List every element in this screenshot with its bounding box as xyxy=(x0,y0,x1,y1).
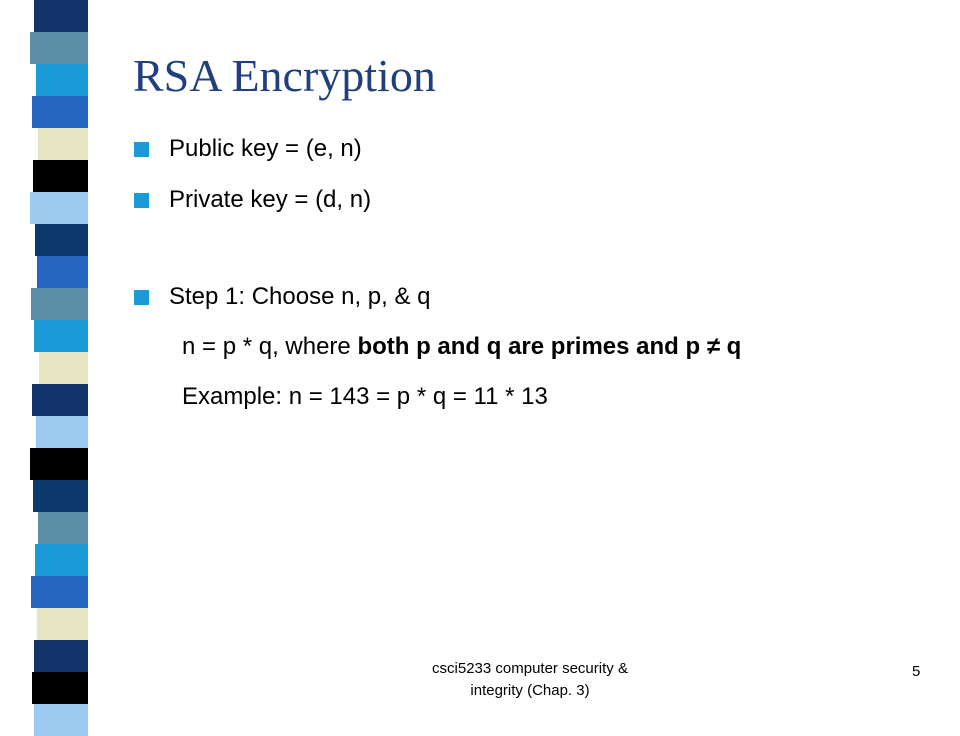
bullet-step-1: Step 1: Choose n, p, & q xyxy=(134,277,431,317)
stripe-band xyxy=(34,320,88,352)
stripe-band xyxy=(34,704,88,736)
stripe-band xyxy=(38,512,88,544)
stripe-band xyxy=(37,608,88,640)
stripe-band xyxy=(33,160,88,192)
stripe-band xyxy=(36,64,88,96)
sub-bullet-prefix: n = p * q, where xyxy=(182,333,358,360)
stripe-band xyxy=(37,256,88,288)
bullet-text: Step 1: Choose n, p, & q xyxy=(169,283,431,310)
stripe-band xyxy=(36,416,88,448)
square-bullet-icon xyxy=(134,192,149,208)
sub-bullet-example: Example: n = 143 = p * q = 11 * 13 xyxy=(182,383,548,410)
stripe-band xyxy=(32,672,88,704)
stripe-band xyxy=(33,480,88,512)
bullet-private-key: Private key = (d, n) xyxy=(134,180,371,220)
stripe-band xyxy=(34,0,88,32)
stripe-band xyxy=(39,352,88,384)
sub-bullet-bold: both p and q are primes and p ≠ q xyxy=(357,333,742,360)
stripe-band xyxy=(31,576,88,608)
bullet-text: Public key = (e, n) xyxy=(169,135,362,162)
slide-title: RSA Encryption xyxy=(133,50,436,101)
square-bullet-icon xyxy=(134,141,149,157)
bullet-text: Private key = (d, n) xyxy=(169,186,372,213)
stripe-band xyxy=(35,224,88,256)
stripe-band xyxy=(30,192,88,224)
decorative-stripe xyxy=(0,0,108,736)
stripe-band xyxy=(35,544,88,576)
stripe-band xyxy=(38,128,88,160)
sub-bullet-n-definition: n = p * q, where both p and q are primes… xyxy=(182,327,741,367)
square-bullet-icon xyxy=(134,289,149,305)
stripe-band xyxy=(34,640,88,672)
page-number: 5 xyxy=(912,663,921,680)
footer-line-1: csci5233 computer security & xyxy=(432,660,628,677)
stripe-band xyxy=(32,96,88,128)
stripe-band xyxy=(30,32,88,64)
bullet-public-key: Public key = (e, n) xyxy=(134,129,362,169)
stripe-band xyxy=(30,448,88,480)
footer-line-2: integrity (Chap. 3) xyxy=(470,682,590,699)
stripe-band xyxy=(31,288,88,320)
footer-text: csci5233 computer security & integrity (… xyxy=(395,658,665,702)
stripe-band xyxy=(32,384,88,416)
